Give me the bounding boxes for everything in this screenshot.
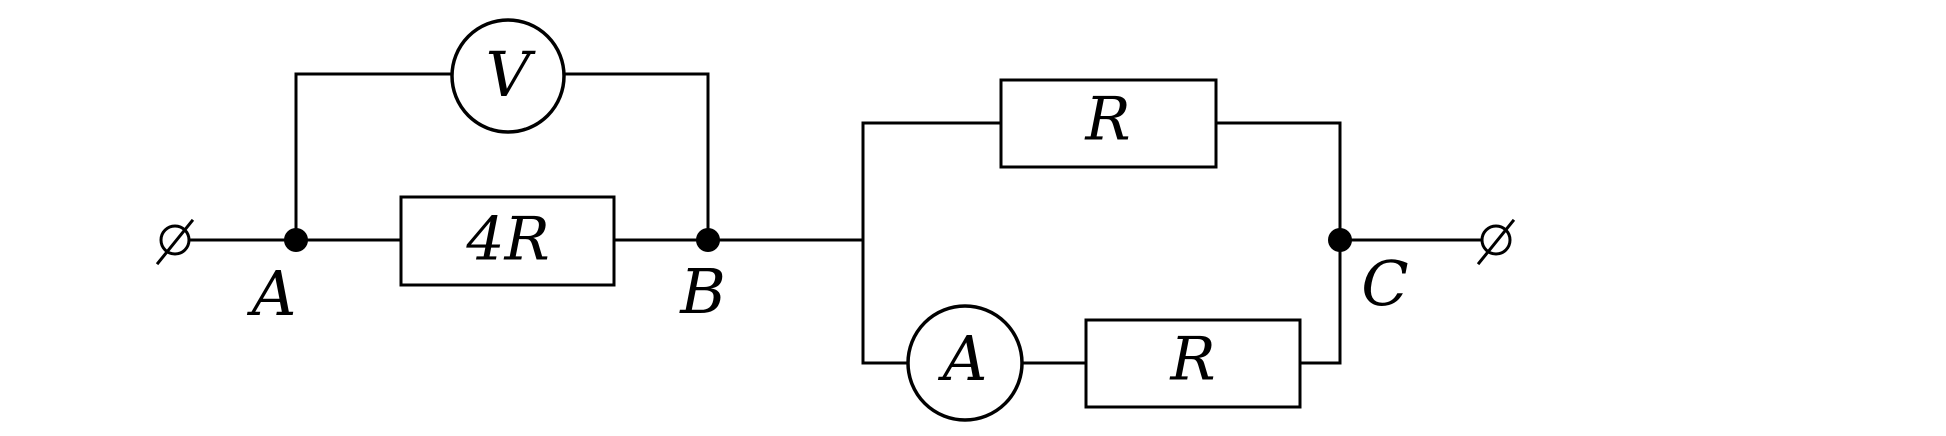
- node-a-label: A: [247, 257, 297, 330]
- resistor-r-top: [999, 78, 1218, 169]
- node-c-label: C: [1361, 247, 1408, 320]
- resistor-4r: [399, 195, 616, 287]
- node-b-label: B: [679, 255, 726, 328]
- node-c-dot: [1328, 228, 1352, 252]
- node-b-dot: [696, 228, 720, 252]
- ammeter-symbol: [906, 304, 1024, 422]
- resistor-top-label: R: [1084, 85, 1130, 155]
- right-terminal-icon: [1476, 218, 1516, 266]
- resistor-bottom-label: R: [1169, 325, 1215, 395]
- voltmeter-branch: [294, 72, 710, 242]
- voltmeter-label: V: [486, 38, 537, 111]
- ammeter-label: A: [938, 322, 988, 395]
- voltmeter-symbol: [450, 18, 566, 134]
- left-terminal-icon: [155, 218, 195, 266]
- resistor-4r-label: 4R: [465, 205, 549, 275]
- node-a-dot: [284, 228, 308, 252]
- resistor-r-bottom: [1084, 318, 1302, 409]
